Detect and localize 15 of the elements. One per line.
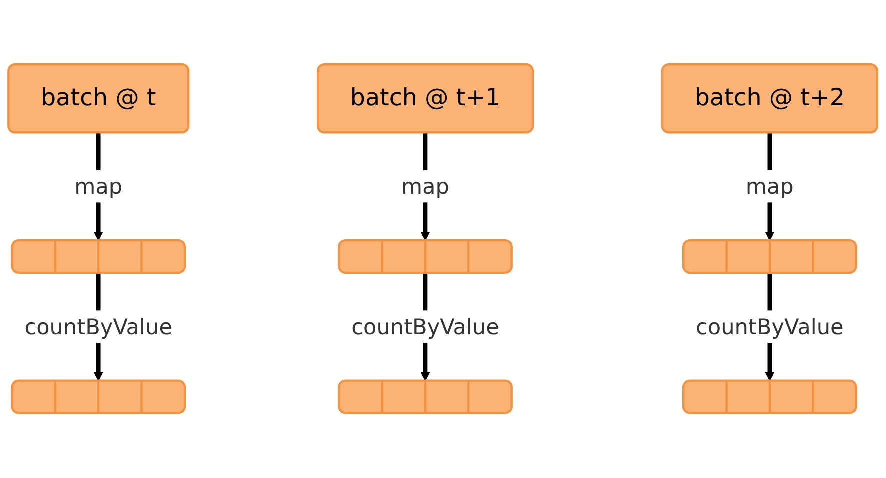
- edge-label: map: [402, 170, 450, 203]
- edge-label: map: [74, 170, 123, 203]
- array-bar: [338, 380, 513, 414]
- array-bar: [682, 380, 858, 414]
- batch-bar: batch @ t+1: [316, 64, 534, 134]
- edge-label: map: [746, 170, 794, 203]
- edge-label: countByValue: [696, 310, 844, 344]
- array-bar: [11, 240, 186, 274]
- edge-label: countByValue: [24, 310, 172, 344]
- array-bar: [338, 240, 513, 274]
- batch-bar: batch @ t+2: [661, 64, 878, 134]
- edge-label: countByValue: [352, 310, 500, 344]
- batch-bar: batch @ t: [8, 64, 190, 134]
- array-bar: [11, 380, 186, 414]
- array-bar: [682, 240, 858, 274]
